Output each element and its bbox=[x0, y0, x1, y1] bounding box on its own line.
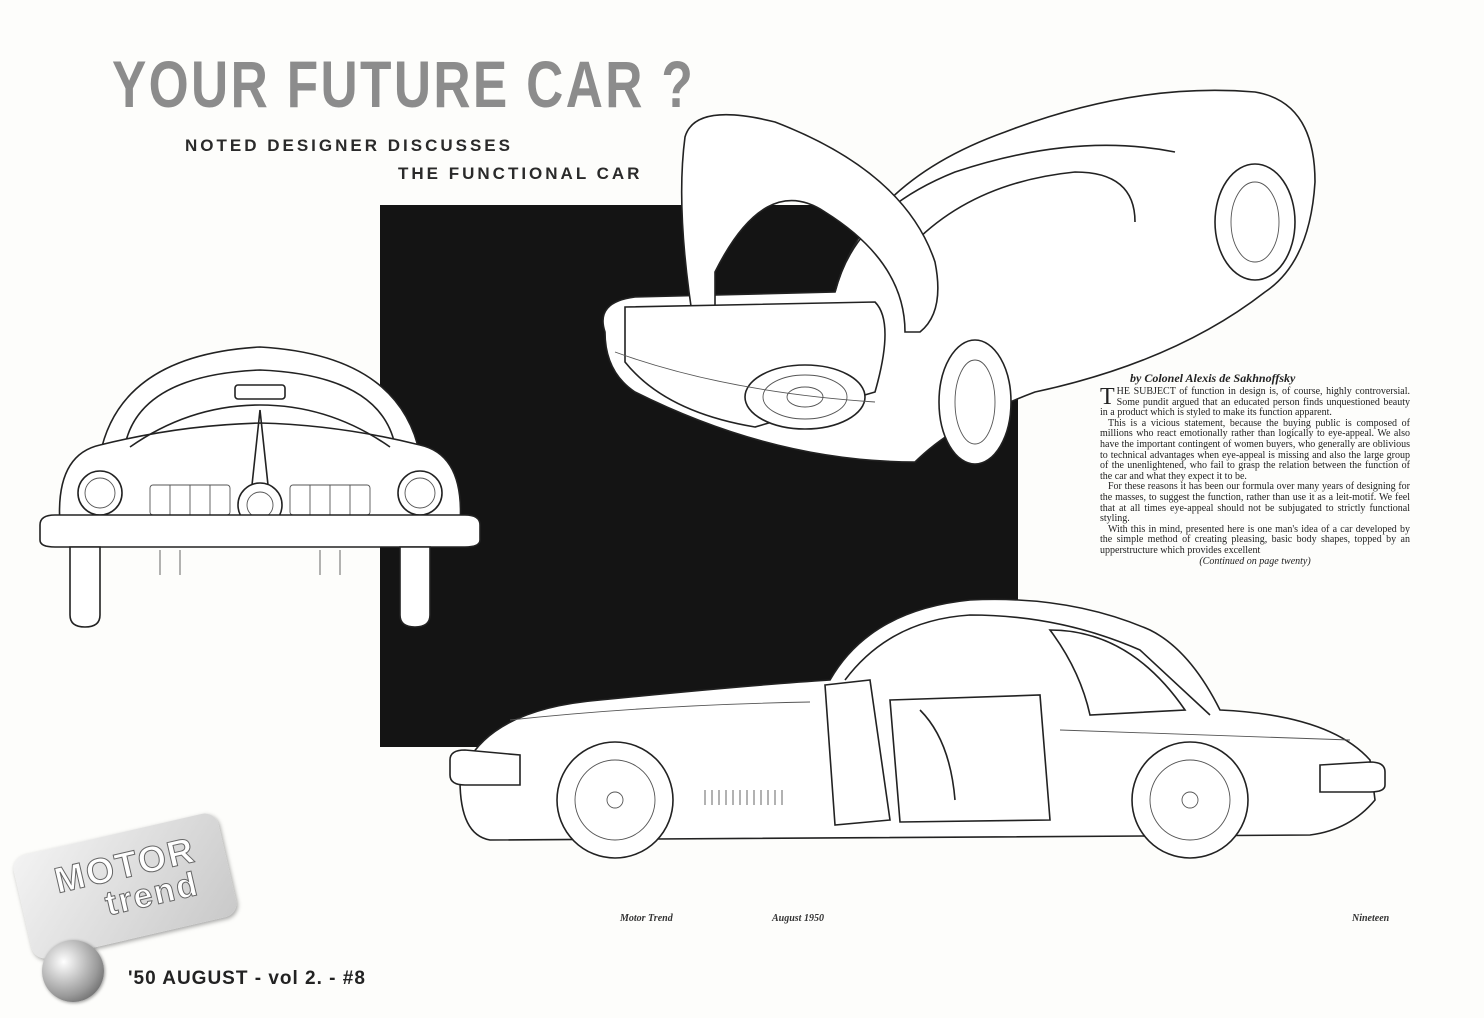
article-paragraph-3: For these reasons it has been our formul… bbox=[1100, 481, 1410, 525]
subtitle-line-1: NOTED DESIGNER DISCUSSES bbox=[185, 136, 513, 155]
rear-trunk-open-car-drawing bbox=[602, 89, 1316, 465]
globe-icon bbox=[42, 940, 104, 1002]
motor-trend-logo: MOTOR trend bbox=[10, 810, 240, 962]
footer-date: August 1950 bbox=[772, 913, 824, 924]
byline: by Colonel Alexis de Sakhnoffsky bbox=[1130, 371, 1296, 385]
article-paragraph-4: With this in mind, presented here is one… bbox=[1100, 523, 1410, 556]
continued-note: (Continued on page twenty) bbox=[1199, 555, 1311, 567]
front-view-car-drawing bbox=[39, 346, 481, 628]
article-paragraph-2: This is a vicious statement, because the… bbox=[1100, 417, 1410, 482]
issue-label: '50 AUGUST - vol 2. - #8 bbox=[128, 968, 366, 989]
drop-cap: T bbox=[1100, 384, 1115, 410]
page-title: YOUR FUTURE CAR ? bbox=[112, 47, 696, 121]
subtitle-line-2: THE FUNCTIONAL CAR bbox=[398, 164, 643, 183]
side-view-car-doors-open-drawing bbox=[449, 598, 1386, 859]
footer-magazine-name: Motor Trend bbox=[620, 913, 673, 924]
footer-page-number: Nineteen bbox=[1352, 913, 1390, 924]
